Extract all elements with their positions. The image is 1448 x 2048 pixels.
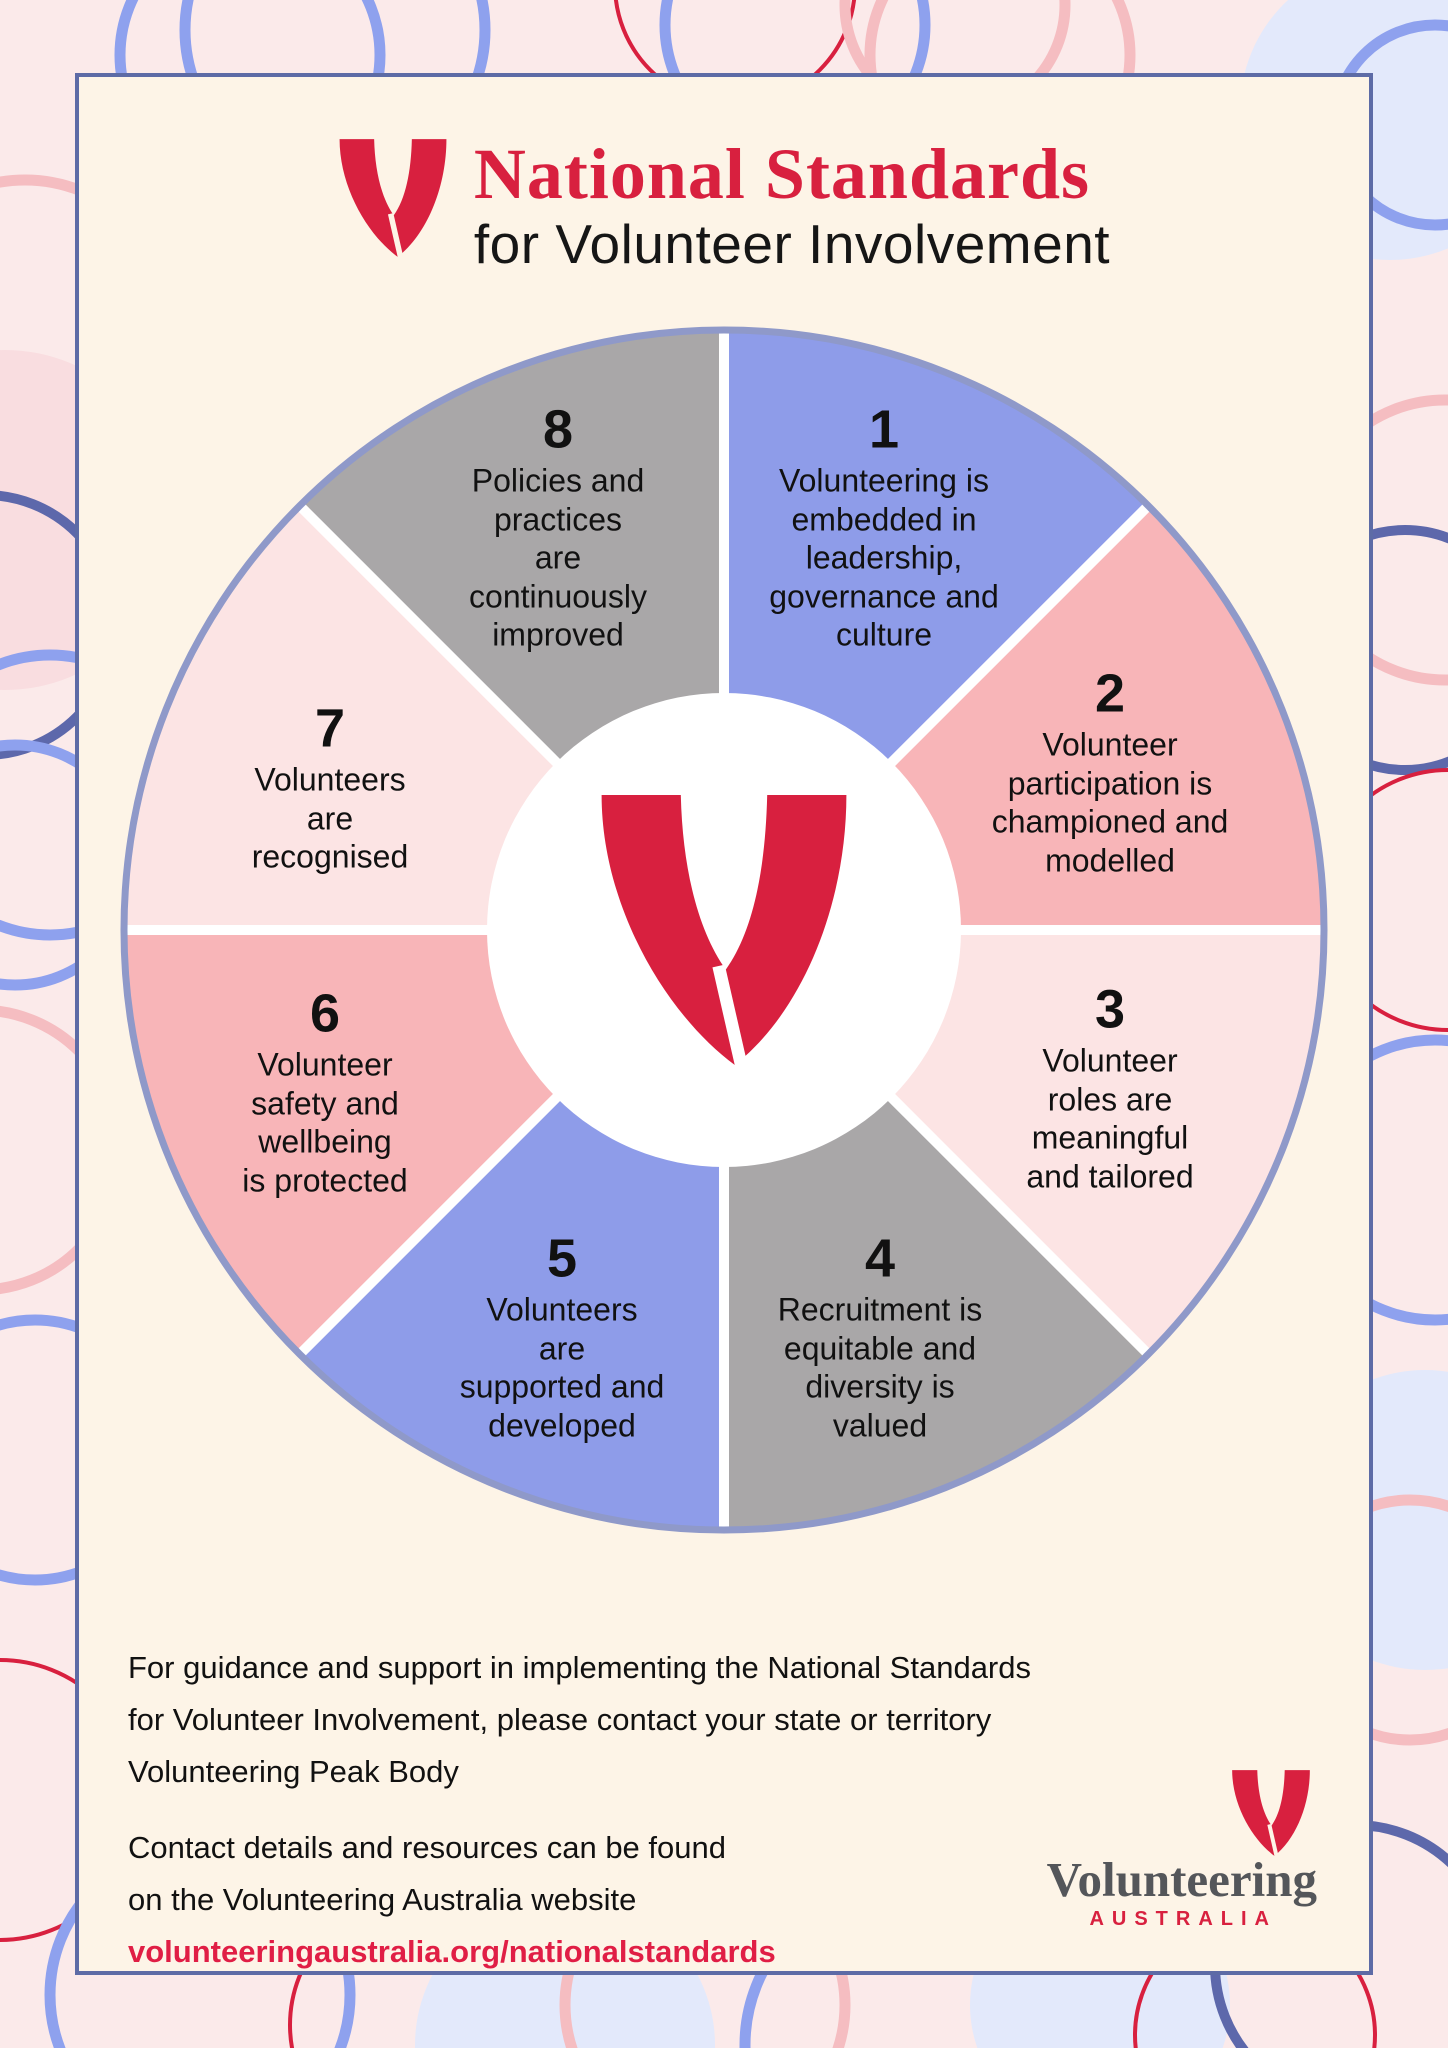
wheel-center-v-icon <box>601 795 847 1071</box>
footer-guidance: For guidance and support in implementing… <box>128 1642 1031 1798</box>
segment-text: Volunteers are supported and developed <box>459 1291 665 1444</box>
title-block: National Standards for Volunteer Involve… <box>474 138 1110 275</box>
segment-text: Volunteers are recognised <box>251 762 409 875</box>
footer-paragraph-2: Contact details and resources can be fou… <box>128 1830 726 1918</box>
segment-label-2: 2 Volunteer participation is championed … <box>940 663 1280 880</box>
segment-text: Volunteer safety and wellbeing is protec… <box>242 1046 408 1199</box>
volunteering-australia-v-icon <box>339 139 447 258</box>
wheel-outer-ring <box>120 326 1328 1534</box>
segment-label-4: 4 Recruitment is equitable and diversity… <box>710 1228 1050 1445</box>
standards-wheel <box>120 326 1328 1534</box>
national-standards-link[interactable]: volunteeringaustralia.org/nationalstanda… <box>128 1934 776 1970</box>
segment-number: 7 <box>314 698 346 759</box>
segment-label-6: 6 Volunteer safety and wellbeing is prot… <box>155 983 495 1200</box>
segment-number: 5 <box>546 1228 578 1289</box>
segment-label-1: 1 Volunteering is embedded in leadership… <box>714 399 1054 653</box>
segment-number: 4 <box>864 1228 896 1289</box>
segment-number: 2 <box>1094 663 1126 724</box>
segment-number: 3 <box>1094 979 1126 1040</box>
wheel-center-circle <box>487 693 961 1167</box>
segment-text: Volunteering is embedded in leadership, … <box>769 462 999 653</box>
segment-text: Volunteer participation is championed an… <box>991 726 1229 879</box>
segment-label-3: 3 Volunteer roles are meaningful and tai… <box>940 979 1280 1196</box>
segment-number: 1 <box>868 399 900 460</box>
logo-subtext: AUSTRALIA <box>1089 1908 1277 1930</box>
footer-paragraph-1: For guidance and support in implementing… <box>128 1650 1031 1790</box>
page-subtitle: for Volunteer Involvement <box>473 213 1111 275</box>
segment-text: Policies and practices are continuously … <box>469 462 647 653</box>
footer-contact: Contact details and resources can be fou… <box>128 1822 776 1978</box>
logo-wordmark: Volunteering <box>1046 1852 1317 1907</box>
segment-text: Volunteer roles are meaningful and tailo… <box>1026 1042 1194 1195</box>
segment-label-7: 7 Volunteers are recognised <box>160 698 500 877</box>
header: National Standards for Volunteer Involve… <box>75 138 1373 275</box>
volunteering-australia-logo: Volunteering AUSTRALIA <box>997 1770 1317 1931</box>
segment-label-8: 8 Policies and practices are continuousl… <box>388 399 728 653</box>
volunteering-australia-v-icon <box>1232 1770 1310 1858</box>
segment-number: 8 <box>542 399 574 460</box>
segment-text: Recruitment is equitable and diversity i… <box>777 1291 983 1444</box>
segment-label-5: 5 Volunteers are supported and developed <box>392 1228 732 1445</box>
segment-number: 6 <box>309 983 341 1044</box>
page-title: National Standards <box>473 134 1091 214</box>
